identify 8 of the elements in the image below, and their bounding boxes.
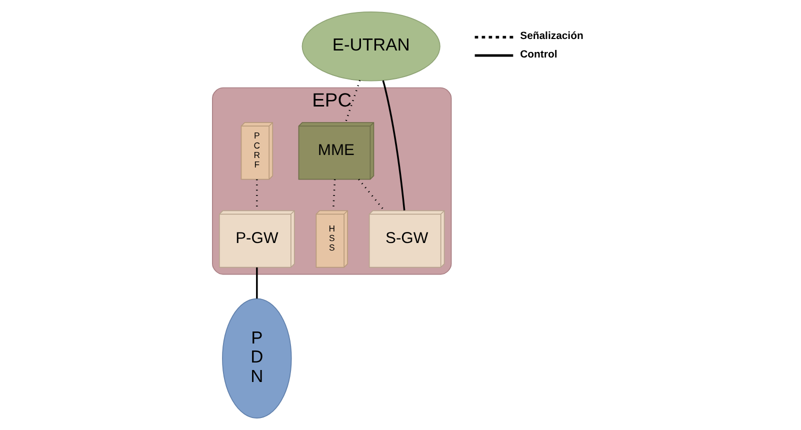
connector (344, 80, 361, 123)
connector (256, 267, 258, 299)
connector (358, 178, 385, 212)
legend-label: Control (520, 49, 558, 60)
node-ellipse: P D N (222, 298, 292, 418)
node-ellipse: E-UTRAN (302, 12, 440, 82)
connector (382, 80, 406, 210)
legend-label: Señalización (520, 31, 584, 42)
